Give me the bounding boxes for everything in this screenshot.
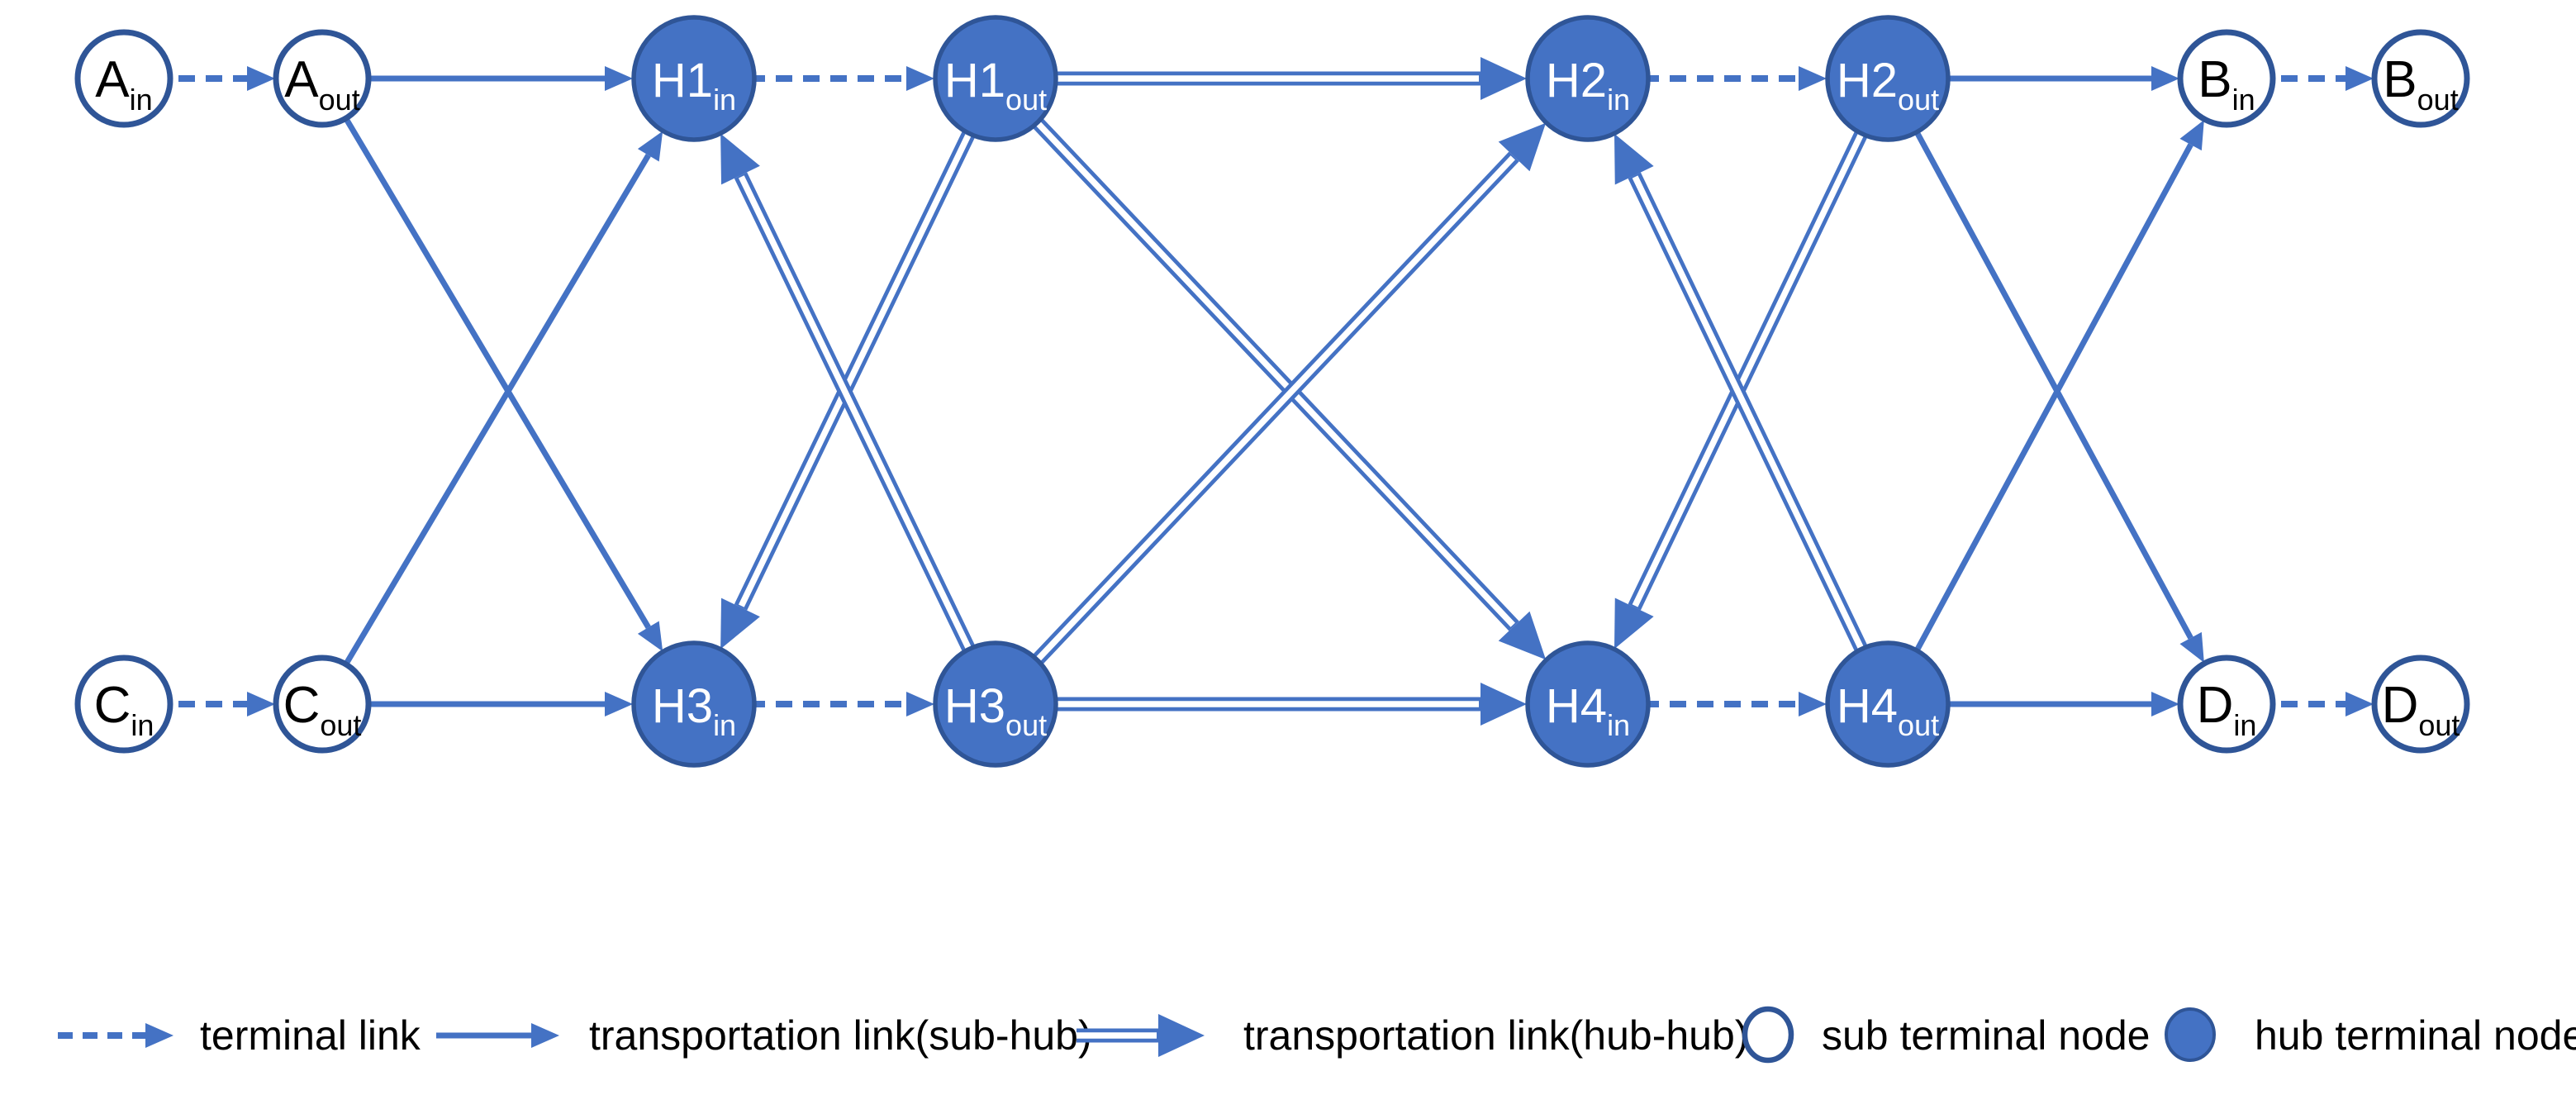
edge-sub-hub-H2out-Din — [1884, 77, 2204, 663]
hub-terminal-node-H2out — [1825, 15, 1951, 142]
edges-layer — [124, 57, 2374, 726]
hub-terminal-node-H4out — [1825, 640, 1951, 768]
sub-terminal-node-Din — [2177, 655, 2276, 754]
edge-double-gap — [1632, 77, 1891, 607]
node-label-H2in: H2in — [1546, 54, 1630, 117]
edge-double-gap — [738, 175, 999, 706]
node-label-H4in: H4in — [1546, 679, 1630, 742]
node-label-H3in: H3in — [652, 679, 736, 742]
edge-sub-hub-H4out-Bin — [1884, 120, 2204, 706]
node-label-H1out: H1out — [944, 54, 1047, 117]
node-label-H1in: H1in — [652, 54, 736, 117]
hub-terminal-node-H1in — [631, 15, 757, 142]
hub-terminal-node-H1out — [933, 15, 1058, 142]
hub-terminal-node-H3in — [631, 640, 757, 768]
node-label-H2out: H2out — [1837, 54, 1939, 117]
sub-terminal-node-Dout — [2371, 655, 2470, 754]
edge-double-gap — [993, 76, 1515, 627]
legend-label-solid-arrow: transportation link(sub-hub) — [589, 1012, 1092, 1059]
node-label-Bout: Bout — [2383, 51, 2458, 117]
sub-terminal-node-Cin — [74, 655, 173, 754]
node-label-H3out: H3out — [944, 679, 1047, 742]
node-label-Ain: Ain — [95, 51, 152, 117]
legend-sub-terminal-node-icon — [1742, 1006, 1794, 1064]
node-label-Cout: Cout — [283, 677, 362, 742]
node-label-H4out: H4out — [1837, 679, 1939, 742]
edge-double-gap — [738, 77, 999, 607]
node-label-Bin: Bin — [2198, 51, 2255, 117]
sub-terminal-node-Cout — [273, 655, 372, 754]
sub-terminal-node-Bin — [2177, 29, 2276, 128]
hub-terminal-node-H4in — [1525, 640, 1651, 768]
legend-hub-terminal-node-icon — [2165, 1007, 2216, 1062]
edge-sub-hub-Cout-H1in — [319, 131, 663, 706]
legend: terminal link transportation link(sub-hub… — [58, 1006, 2576, 1064]
edge-double-gap — [993, 155, 1515, 707]
hub-terminal-node-H3out — [933, 640, 1058, 768]
sub-terminal-node-Ain — [74, 29, 173, 128]
node-label-Din: Din — [2197, 677, 2257, 742]
legend-label-dashed-arrow: terminal link — [200, 1012, 421, 1059]
hub-terminal-node-H2in — [1525, 15, 1651, 142]
sub-terminal-node-Bout — [2371, 29, 2470, 128]
edge-double-gap — [1632, 175, 1891, 706]
node-label-Aout: Aout — [284, 51, 359, 117]
node-label-Cin: Cin — [94, 677, 154, 742]
legend-label-sub-node: sub terminal node — [1822, 1012, 2150, 1059]
legend-label-hub-node: hub terminal node — [2255, 1012, 2576, 1059]
edge-sub-hub-Aout-H3in — [319, 77, 663, 652]
legend-label-double-arrow: transportation link(hub-hub) — [1243, 1012, 1748, 1059]
sub-terminal-node-Aout — [273, 29, 372, 128]
node-label-Dout: Dout — [2382, 677, 2460, 742]
